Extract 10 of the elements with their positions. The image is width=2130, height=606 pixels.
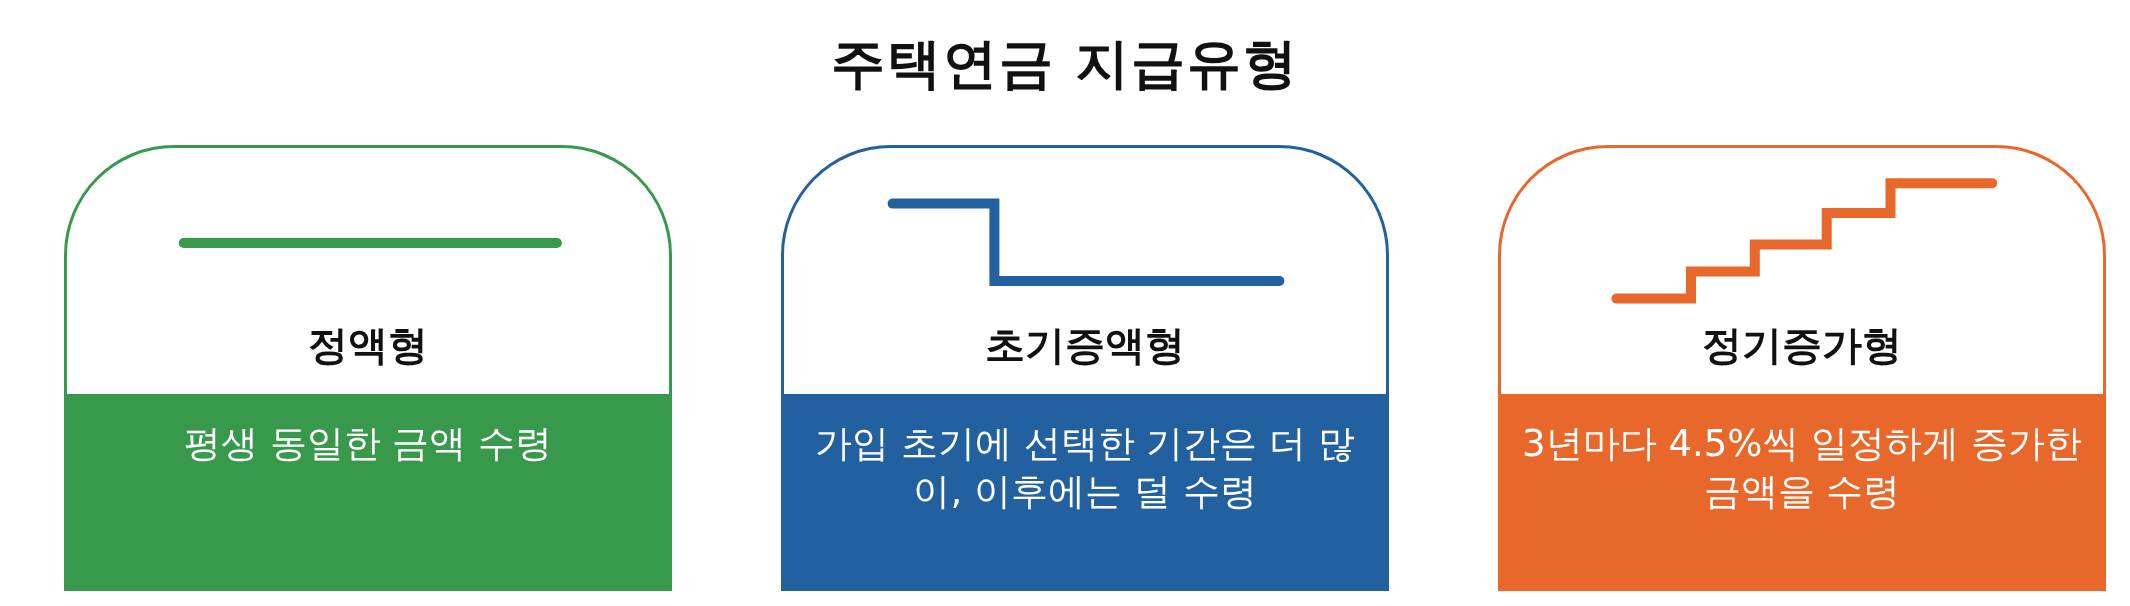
payment-type-card — [64, 145, 672, 591]
payment-type-card — [1498, 145, 2106, 591]
type-description: 가입 초기에 선택한 기간은 더 많이, 이후에는 덜 수령 — [814, 421, 1356, 516]
type-name: 정기증가형 — [1701, 321, 1903, 370]
type-description: 평생 동일한 금액 수령 — [183, 421, 553, 467]
title: 주택연금 지급유형 — [829, 31, 1301, 97]
type-name: 정액형 — [307, 321, 429, 370]
payment-type-card — [781, 145, 1389, 591]
type-description: 3년마다 4.5%씩 일정하게 증가한 금액을 수령 — [1522, 421, 2082, 516]
type-name: 초기증액형 — [984, 321, 1186, 370]
